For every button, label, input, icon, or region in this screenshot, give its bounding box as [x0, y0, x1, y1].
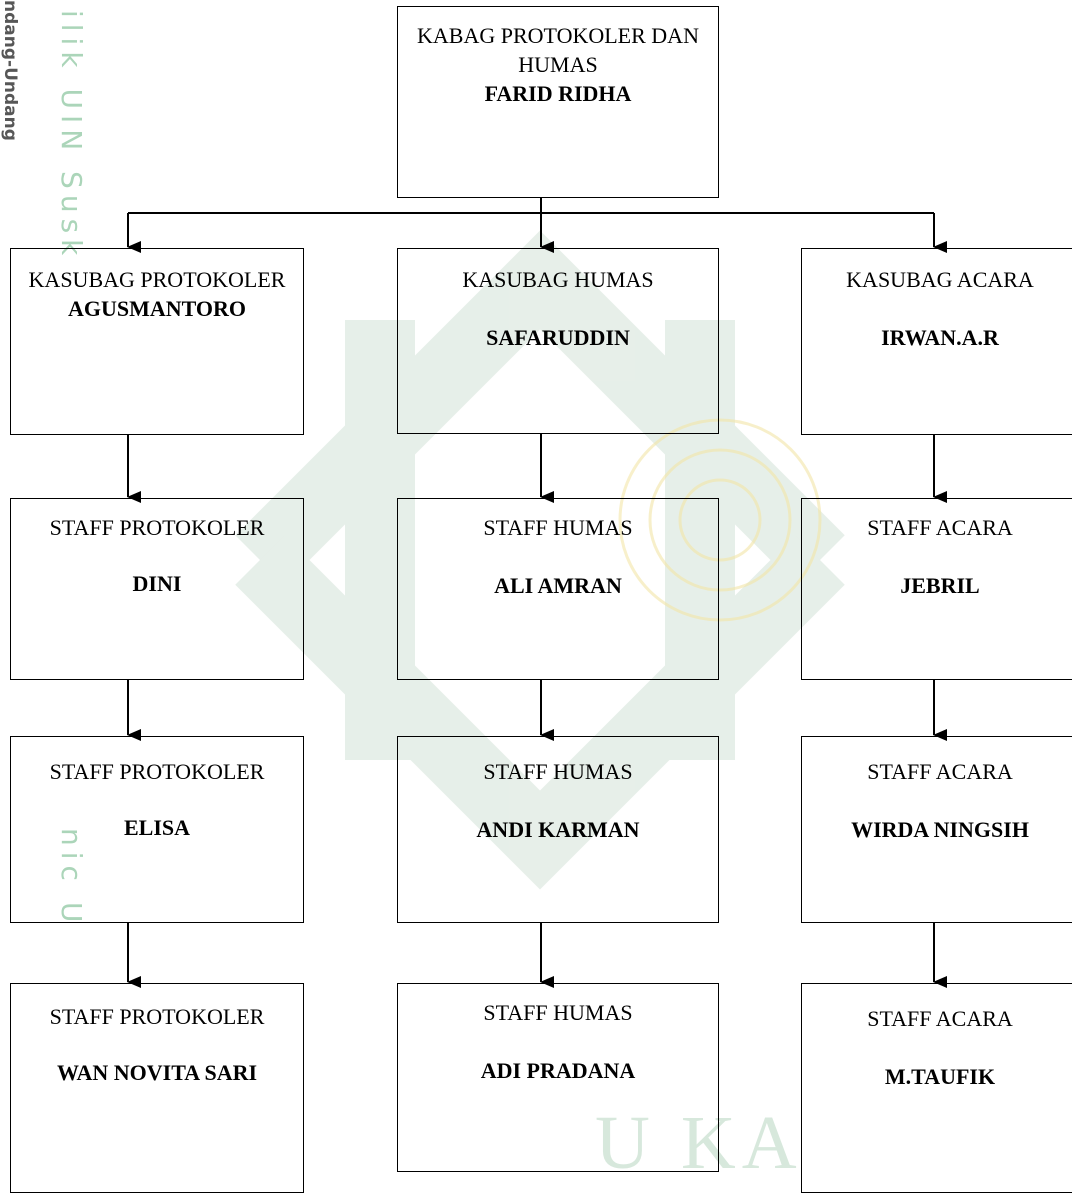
- staff-title: STAFF ACARA: [867, 759, 1013, 784]
- kasubag-name: IRWAN.A.R: [881, 325, 999, 350]
- org-box-staff-humas-2: STAFF HUMAS ANDI KARMAN: [397, 736, 719, 923]
- org-box-staff-protokoler-2: STAFF PROTOKOLER ELISA: [10, 736, 304, 923]
- head-title: KABAG PROTOKOLER DAN HUMAS: [417, 23, 699, 77]
- staff-name: ELISA: [123, 815, 191, 840]
- staff-title: STAFF PROTOKOLER: [49, 515, 265, 540]
- kasubag-title: KASUBAG HUMAS: [462, 267, 654, 292]
- org-box-kasubag-humas: KASUBAG HUMAS SAFARUDDIN: [397, 248, 719, 434]
- kasubag-title: KASUBAG PROTOKOLER: [28, 267, 286, 292]
- head-name: FARID RIDHA: [484, 81, 632, 106]
- staff-name: ANDI KARMAN: [476, 817, 640, 842]
- staff-title: STAFF HUMAS: [483, 1000, 633, 1025]
- org-box-kasubag-protokoler: KASUBAG PROTOKOLER AGUSMANTORO: [10, 248, 304, 435]
- org-box-staff-protokoler-3: STAFF PROTOKOLER WAN NOVITA SARI: [10, 983, 304, 1193]
- staff-name: WIRDA NINGSIH: [851, 817, 1029, 842]
- staff-name: WAN NOVITA SARI: [56, 1060, 258, 1085]
- staff-title: STAFF HUMAS: [483, 515, 633, 540]
- org-box-staff-humas-1: STAFF HUMAS ALI AMRAN: [397, 498, 719, 680]
- staff-name: ALI AMRAN: [494, 573, 622, 598]
- staff-title: STAFF ACARA: [867, 515, 1013, 540]
- org-box-staff-acara-3: STAFF ACARA M.TAUFIK: [801, 983, 1072, 1193]
- org-box-staff-acara-1: STAFF ACARA JEBRIL: [801, 498, 1072, 680]
- org-box-staff-humas-3: STAFF HUMAS ADI PRADANA: [397, 983, 719, 1172]
- kasubag-title: KASUBAG ACARA: [846, 267, 1034, 292]
- staff-title: STAFF PROTOKOLER: [49, 1004, 265, 1029]
- org-box-head: KABAG PROTOKOLER DAN HUMAS FARID RIDHA: [397, 6, 719, 198]
- staff-title: STAFF ACARA: [867, 1006, 1013, 1031]
- staff-name: M.TAUFIK: [884, 1064, 996, 1089]
- org-box-staff-acara-2: STAFF ACARA WIRDA NINGSIH: [801, 736, 1072, 923]
- kasubag-name: SAFARUDDIN: [486, 325, 630, 350]
- staff-name: ADI PRADANA: [480, 1058, 636, 1083]
- staff-name: JEBRIL: [900, 573, 980, 598]
- staff-name: DINI: [132, 571, 182, 596]
- org-box-kasubag-acara: KASUBAG ACARA IRWAN.A.R: [801, 248, 1072, 435]
- kasubag-name: AGUSMANTORO: [67, 296, 247, 321]
- staff-title: STAFF HUMAS: [483, 759, 633, 784]
- staff-title: STAFF PROTOKOLER: [49, 759, 265, 784]
- org-box-staff-protokoler-1: STAFF PROTOKOLER DINI: [10, 498, 304, 680]
